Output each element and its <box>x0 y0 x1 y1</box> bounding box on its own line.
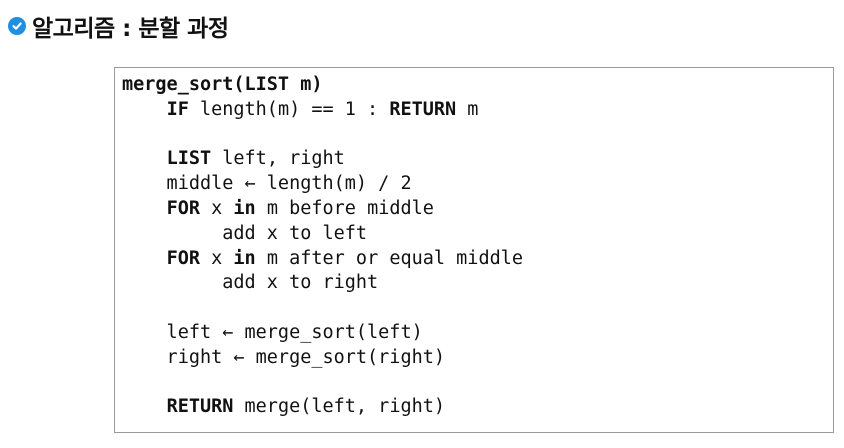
code-text <box>122 148 167 169</box>
code-keyword: FOR <box>166 198 200 219</box>
code-line: IF length(m) == 1 : RETURN m <box>122 98 479 122</box>
code-text: add x to left <box>122 222 368 244</box>
code-text <box>122 248 167 269</box>
code-line: add x to left <box>122 222 367 246</box>
page-heading: 알고리즘 : 분할 과정 <box>8 10 229 42</box>
code-text: length(m) == 1 : <box>188 98 390 120</box>
code-line: right ← merge_sort(right) <box>122 346 445 370</box>
code-text: add x to right <box>122 272 379 294</box>
code-line: LIST left, right <box>122 147 345 171</box>
code-text: m <box>456 98 479 120</box>
code-keyword: in <box>233 247 256 269</box>
page-title: 알고리즘 : 분할 과정 <box>32 16 229 42</box>
check-circle-icon <box>8 17 26 35</box>
code-line: FOR x in m after or equal middle <box>122 247 523 271</box>
code-line: RETURN merge(left, right) <box>122 395 445 419</box>
code-text: merge(left, right) <box>233 396 446 418</box>
code-text: m after or equal middle <box>255 247 523 269</box>
code-text: x <box>199 198 234 219</box>
code-text: left ← merge_sort(left) <box>122 322 423 343</box>
code-text <box>122 198 167 219</box>
code-keyword: merge_sort(LIST m) <box>122 74 323 95</box>
code-text: right ← merge_sort(right) <box>122 346 446 368</box>
code-keyword: in <box>233 198 256 219</box>
code-line: FOR x in m before middle <box>122 197 434 221</box>
code-keyword: IF <box>166 98 189 120</box>
code-block: merge_sort(LIST m) IF length(m) == 1 : R… <box>114 67 834 433</box>
code-line: middle ← length(m) / 2 <box>122 172 412 196</box>
code-text: m before middle <box>255 198 434 219</box>
code-line: merge_sort(LIST m) <box>122 73 322 97</box>
code-keyword: RETURN <box>389 98 457 120</box>
code-text: x <box>199 247 234 269</box>
code-text: left, right <box>211 148 345 170</box>
code-text <box>122 396 167 417</box>
code-keyword: LIST <box>166 148 212 170</box>
code-keyword: RETURN <box>166 396 234 418</box>
code-line: add x to right <box>122 271 378 295</box>
code-text <box>122 99 167 120</box>
code-text: middle ← length(m) / 2 <box>122 173 412 195</box>
code-keyword: FOR <box>166 247 200 269</box>
code-line: left ← merge_sort(left) <box>122 321 423 345</box>
